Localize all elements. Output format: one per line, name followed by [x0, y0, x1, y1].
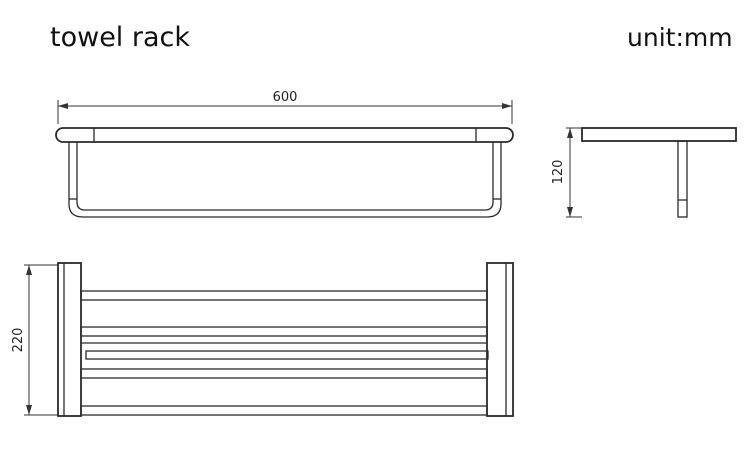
top-view-bars [80, 290, 489, 416]
front-top-bar [55, 127, 514, 143]
drawing-title: towel rack [50, 22, 190, 53]
top-right-bracket [486, 262, 514, 417]
height-dimension: 120 [551, 127, 582, 218]
unit-label: unit:mm [627, 23, 733, 52]
front-u-rail-outer [68, 142, 502, 218]
top-left-bracket [57, 262, 82, 417]
front-view: 600 [55, 90, 514, 218]
depth-dimension-label: 220 [11, 328, 26, 353]
side-post [677, 140, 688, 218]
front-u-rail-inner [76, 142, 494, 211]
depth-dimension: 220 [11, 264, 58, 416]
top-view: 220 [11, 262, 514, 417]
side-view: 120 [551, 127, 737, 218]
width-dimension-label: 600 [273, 90, 298, 105]
side-top-plate [581, 127, 737, 142]
height-dimension-label: 120 [551, 160, 566, 185]
width-dimension: 600 [57, 90, 513, 124]
